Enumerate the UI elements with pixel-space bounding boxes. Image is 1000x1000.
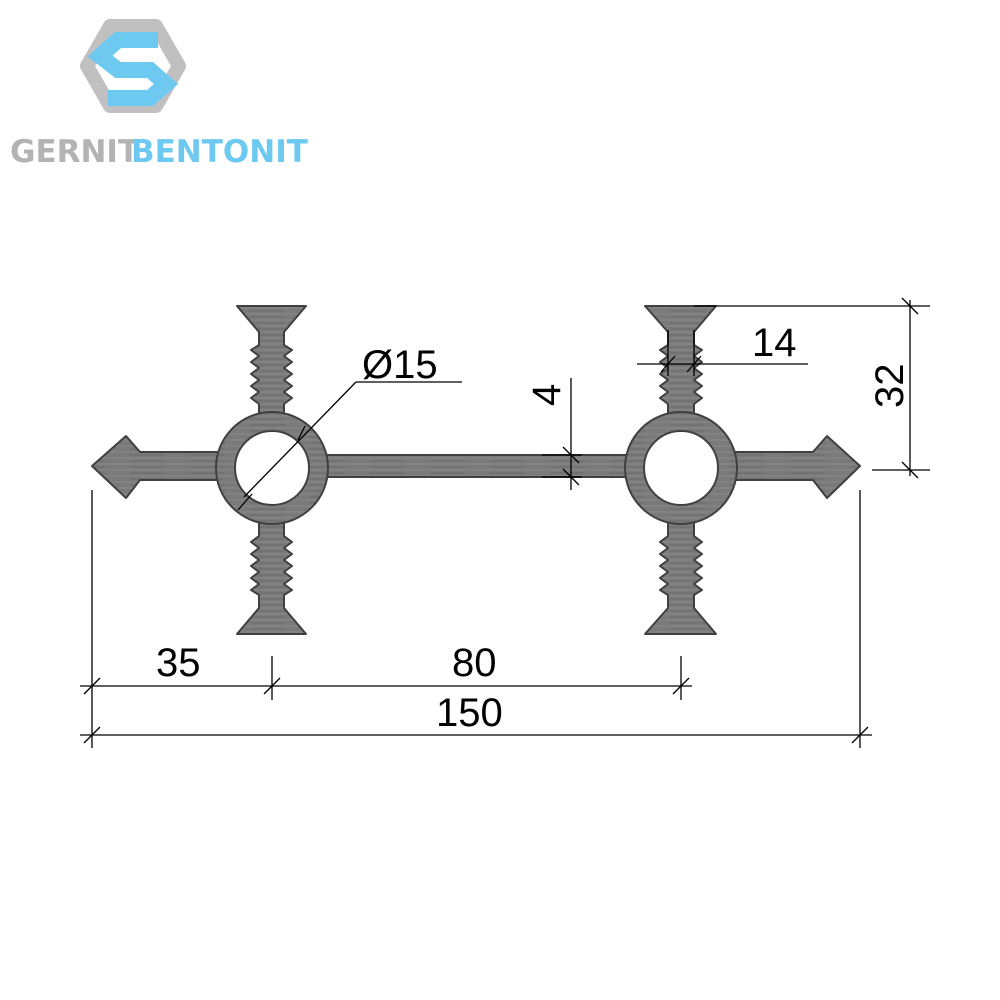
hexagon-s-logo-icon bbox=[80, 19, 186, 113]
left-top-flange bbox=[236, 305, 307, 426]
dim-edge-label: 35 bbox=[156, 641, 201, 685]
dim-spacing-label: 80 bbox=[452, 641, 497, 685]
waterstop-profile bbox=[91, 305, 861, 635]
right-bottom-flange bbox=[644, 511, 717, 635]
right-bulb-hole bbox=[643, 430, 719, 506]
logo-word-bentonit: BENTONIT bbox=[131, 134, 308, 170]
right-top-flange bbox=[644, 305, 717, 426]
dimension-lines bbox=[80, 297, 930, 748]
dim-total-label: 150 bbox=[436, 691, 503, 735]
dim-flange-width-label: 14 bbox=[752, 321, 797, 365]
dim-web-thickness-label: 4 bbox=[525, 384, 569, 406]
dim-height-label: 32 bbox=[868, 364, 912, 409]
logo-word-gernit: GERNIT bbox=[10, 134, 139, 170]
dim-diameter-label: Ø15 bbox=[362, 343, 438, 387]
left-end-rib bbox=[91, 435, 231, 499]
right-end-rib bbox=[724, 435, 861, 499]
logo: GERNIT BENTONIT bbox=[10, 19, 308, 170]
center-web bbox=[299, 454, 661, 478]
left-bottom-flange bbox=[236, 511, 307, 635]
